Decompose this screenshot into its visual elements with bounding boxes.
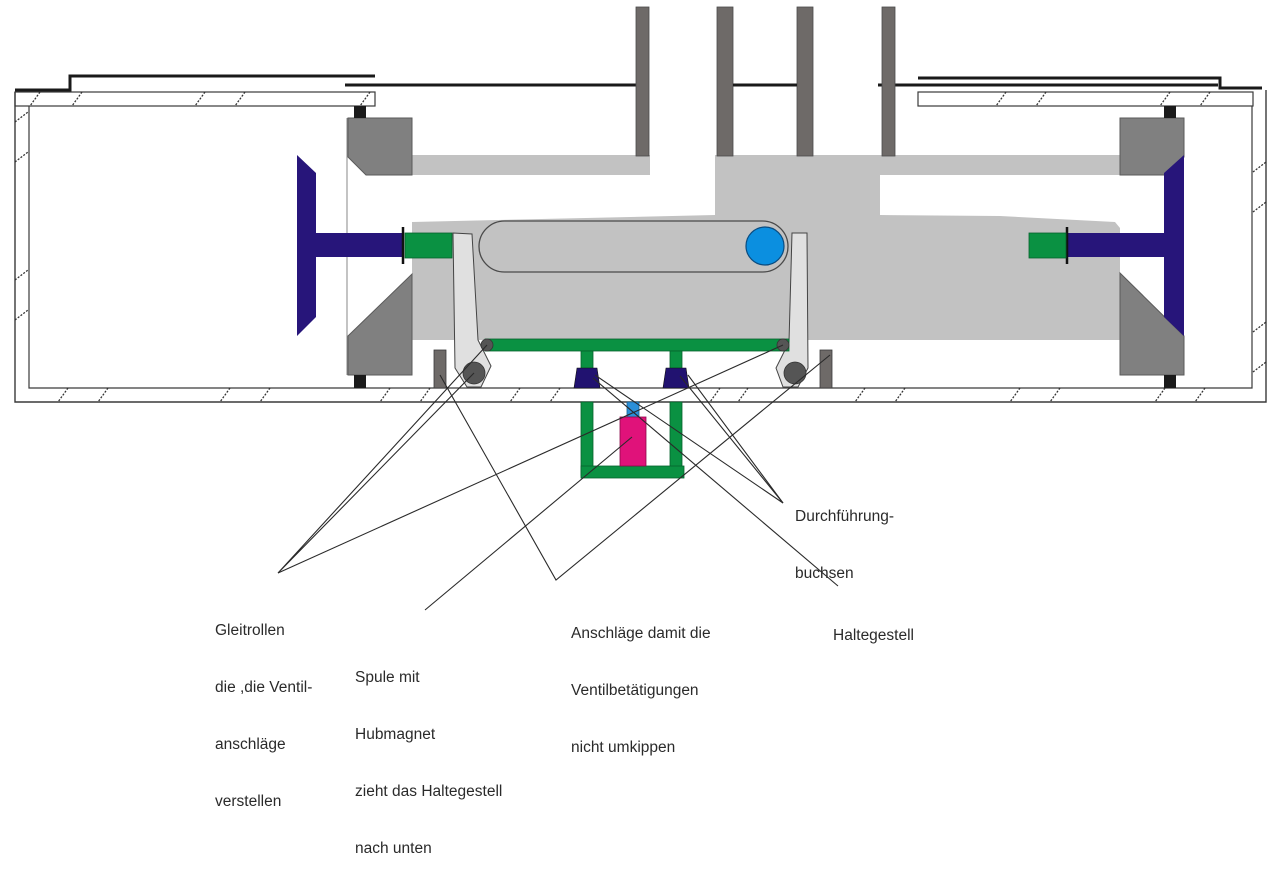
right-top-wall xyxy=(917,91,1254,107)
label-anschlaege-line: nicht umkippen xyxy=(571,739,676,756)
belt-guide xyxy=(478,220,789,273)
label-anschlaege-line: Anschläge damit die xyxy=(571,625,711,642)
upper-left-channel xyxy=(405,155,650,175)
valve-mechanism-diagram xyxy=(14,6,1267,611)
label-haltegestell-line: Haltegestell xyxy=(833,627,914,644)
stop-posts xyxy=(433,349,833,389)
upper-right-channel xyxy=(880,155,1120,175)
solenoid-coil xyxy=(619,416,647,467)
label-anschlaege-line: Ventilbetätigungen xyxy=(571,682,699,699)
port-tubes xyxy=(635,6,896,157)
bushings xyxy=(573,367,690,389)
top-cover-right xyxy=(918,76,1262,90)
left-seat-top xyxy=(347,117,413,176)
label-haltegestell: Haltegestell xyxy=(833,588,914,664)
label-spule-line: Spule mit xyxy=(355,669,420,686)
top-cover-left xyxy=(15,74,375,92)
label-durchfuehrung-line: Durchführung- xyxy=(795,508,895,525)
inner-wall xyxy=(28,106,1253,389)
label-gleitrollen: Gleitrollen die ,die Ventil- anschläge v… xyxy=(215,583,312,830)
left-top-wall xyxy=(14,91,376,107)
label-durchfuehrung: Durchführung- buchsen xyxy=(795,469,894,602)
label-durchfuehrung-line: buchsen xyxy=(795,565,854,582)
label-spule: Spule mit Hubmagnet zieht das Haltegeste… xyxy=(355,630,502,877)
right-valve-disc xyxy=(1068,155,1184,336)
left-valve-disc xyxy=(297,155,403,336)
left-seat-bottom xyxy=(347,272,413,376)
actuator-tips xyxy=(404,232,1067,259)
left-lever xyxy=(452,232,492,388)
leader-lines xyxy=(277,344,839,611)
center-port-fill xyxy=(715,155,818,215)
wall-hatching xyxy=(14,91,1267,403)
holding-frame xyxy=(484,338,790,479)
right-seat-bottom xyxy=(1119,271,1185,376)
label-spule-line: zieht das Haltegestell xyxy=(355,783,503,800)
valve-seats xyxy=(347,117,1185,376)
label-gleitrollen-line: anschläge xyxy=(215,736,286,753)
seat-feet xyxy=(354,106,1176,388)
blue-roller xyxy=(745,226,785,266)
label-gleitrollen-line: die ,die Ventil- xyxy=(215,679,313,696)
label-spule-line: Hubmagnet xyxy=(355,726,436,743)
housing xyxy=(14,74,1267,403)
outer-wall xyxy=(14,90,1267,403)
valve-discs xyxy=(297,155,1184,336)
label-gleitrollen-line: verstellen xyxy=(215,793,282,810)
disc-collars xyxy=(401,227,1069,264)
label-gleitrollen-line: Gleitrollen xyxy=(215,622,285,639)
label-spule-line: nach unten xyxy=(355,840,432,857)
label-anschlaege: Anschläge damit die Ventilbetätigungen n… xyxy=(571,586,711,776)
